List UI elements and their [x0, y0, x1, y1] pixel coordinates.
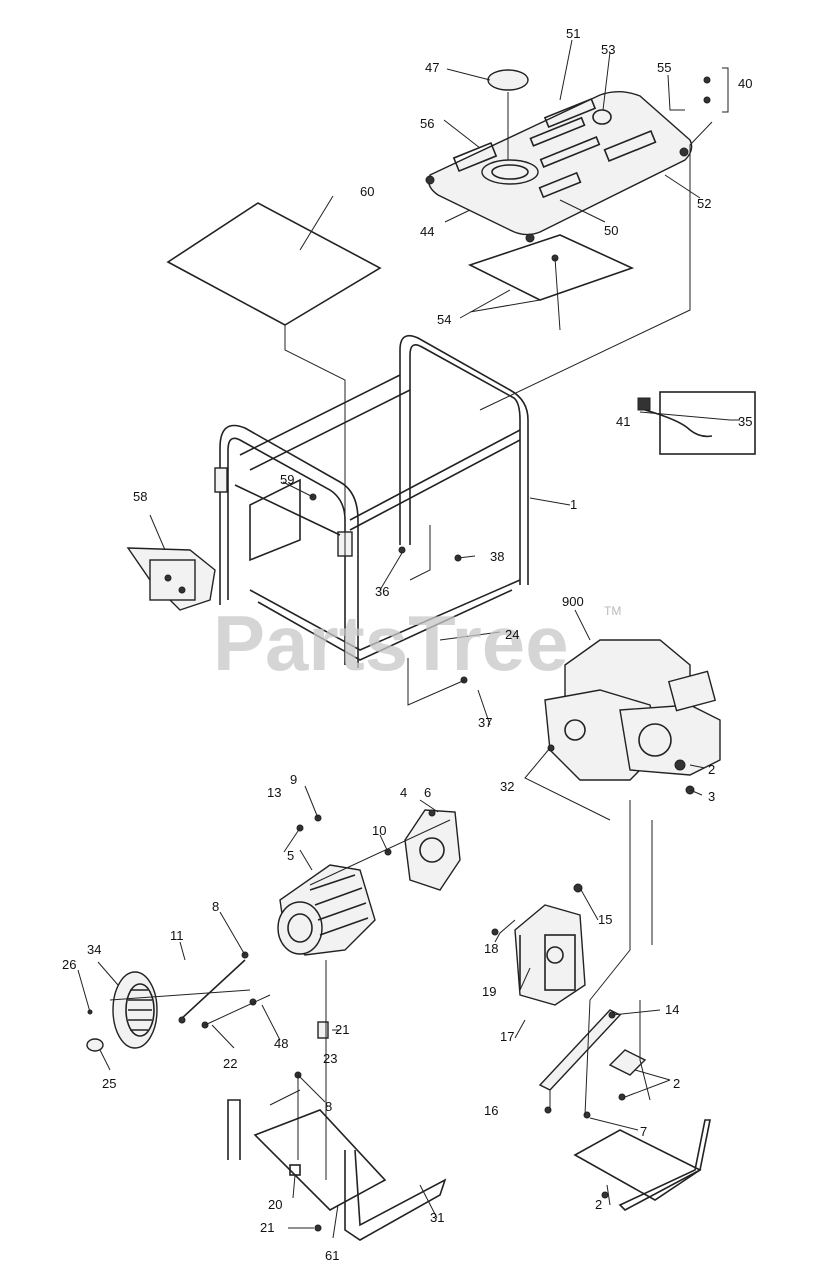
- fuel-tank[interactable]: [425, 91, 693, 243]
- callout-53[interactable]: 53: [601, 42, 615, 57]
- leader-lines: [77, 39, 740, 1239]
- callout-35[interactable]: 35: [738, 414, 752, 429]
- callout-50[interactable]: 50: [604, 223, 618, 238]
- callout-61[interactable]: 61: [325, 1248, 339, 1263]
- callout-34[interactable]: 34: [87, 942, 101, 957]
- callout-2-mount[interactable]: 2: [673, 1076, 680, 1091]
- callout-18[interactable]: 18: [484, 941, 498, 956]
- callout-26[interactable]: 26: [62, 957, 76, 972]
- callout-56[interactable]: 56: [420, 116, 434, 131]
- watermark-trademark: TM: [604, 604, 621, 618]
- callout-8-upper[interactable]: 8: [212, 899, 219, 914]
- top-panel[interactable]: [166, 202, 382, 326]
- through-bolt[interactable]: [179, 959, 246, 1021]
- rear-bearing-carrier[interactable]: [404, 809, 461, 891]
- control-panel-box[interactable]: [126, 547, 216, 611]
- callout-14[interactable]: 14: [665, 1002, 679, 1017]
- callout-21-lower[interactable]: 21: [260, 1220, 274, 1235]
- callout-23[interactable]: 23: [323, 1051, 337, 1066]
- callout-16[interactable]: 16: [484, 1103, 498, 1118]
- callout-17[interactable]: 17: [500, 1029, 514, 1044]
- callout-15[interactable]: 15: [598, 912, 612, 927]
- callout-4[interactable]: 4: [400, 785, 407, 800]
- callout-21-upper[interactable]: 21: [335, 1022, 349, 1037]
- callout-8-lower[interactable]: 8: [325, 1099, 332, 1114]
- vibration-mount[interactable]: [608, 1049, 647, 1076]
- callout-38[interactable]: 38: [490, 549, 504, 564]
- callout-44[interactable]: 44: [420, 224, 434, 239]
- callout-5[interactable]: 5: [287, 848, 294, 863]
- callout-22[interactable]: 22: [223, 1056, 237, 1071]
- lower-frame-left[interactable]: [227, 1099, 447, 1241]
- callout-54[interactable]: 54: [437, 312, 451, 327]
- callout-11[interactable]: 11: [170, 928, 184, 943]
- callout-13[interactable]: 13: [267, 785, 281, 800]
- callout-47[interactable]: 47: [425, 60, 439, 75]
- lower-frame-right[interactable]: [573, 1119, 711, 1211]
- callout-1[interactable]: 1: [570, 497, 577, 512]
- callout-900[interactable]: 900: [562, 594, 584, 609]
- callout-20[interactable]: 20: [268, 1197, 282, 1212]
- tank-plate[interactable]: [467, 234, 635, 301]
- stator-assembly[interactable]: [277, 864, 376, 956]
- callout-51[interactable]: 51: [566, 26, 580, 41]
- callout-7[interactable]: 7: [640, 1124, 647, 1139]
- callout-24[interactable]: 24: [505, 627, 519, 642]
- callout-31[interactable]: 31: [430, 1210, 444, 1225]
- callout-37[interactable]: 37: [478, 715, 492, 730]
- callout-32[interactable]: 32: [500, 779, 514, 794]
- callout-3[interactable]: 3: [708, 789, 715, 804]
- callout-55[interactable]: 55: [657, 60, 671, 75]
- mount-bracket[interactable]: [538, 1009, 622, 1091]
- callout-25[interactable]: 25: [102, 1076, 116, 1091]
- callout-2-engine[interactable]: 2: [708, 762, 715, 777]
- callout-36[interactable]: 36: [375, 584, 389, 599]
- callout-41[interactable]: 41: [616, 414, 630, 429]
- engine[interactable]: [544, 639, 721, 795]
- callout-10[interactable]: 10: [372, 823, 386, 838]
- fuel-cap[interactable]: [487, 69, 529, 91]
- hardware: [87, 76, 711, 1232]
- control-panel[interactable]: [514, 904, 586, 1006]
- callout-9[interactable]: 9: [290, 772, 297, 787]
- callout-58[interactable]: 58: [133, 489, 147, 504]
- cover-plug[interactable]: [86, 1038, 104, 1052]
- callout-59[interactable]: 59: [280, 472, 294, 487]
- end-cover[interactable]: [112, 971, 158, 1049]
- callout-48[interactable]: 48: [274, 1036, 288, 1051]
- callout-60[interactable]: 60: [360, 184, 374, 199]
- watermark: PartsTree: [213, 599, 569, 687]
- callout-6[interactable]: 6: [424, 785, 431, 800]
- fuel-line-box[interactable]: [637, 391, 756, 455]
- frame[interactable]: [214, 334, 529, 668]
- callout-2-bottom[interactable]: 2: [595, 1197, 602, 1212]
- callout-52[interactable]: 52: [697, 196, 711, 211]
- callout-40[interactable]: 40: [738, 76, 752, 91]
- callout-19[interactable]: 19: [482, 984, 496, 999]
